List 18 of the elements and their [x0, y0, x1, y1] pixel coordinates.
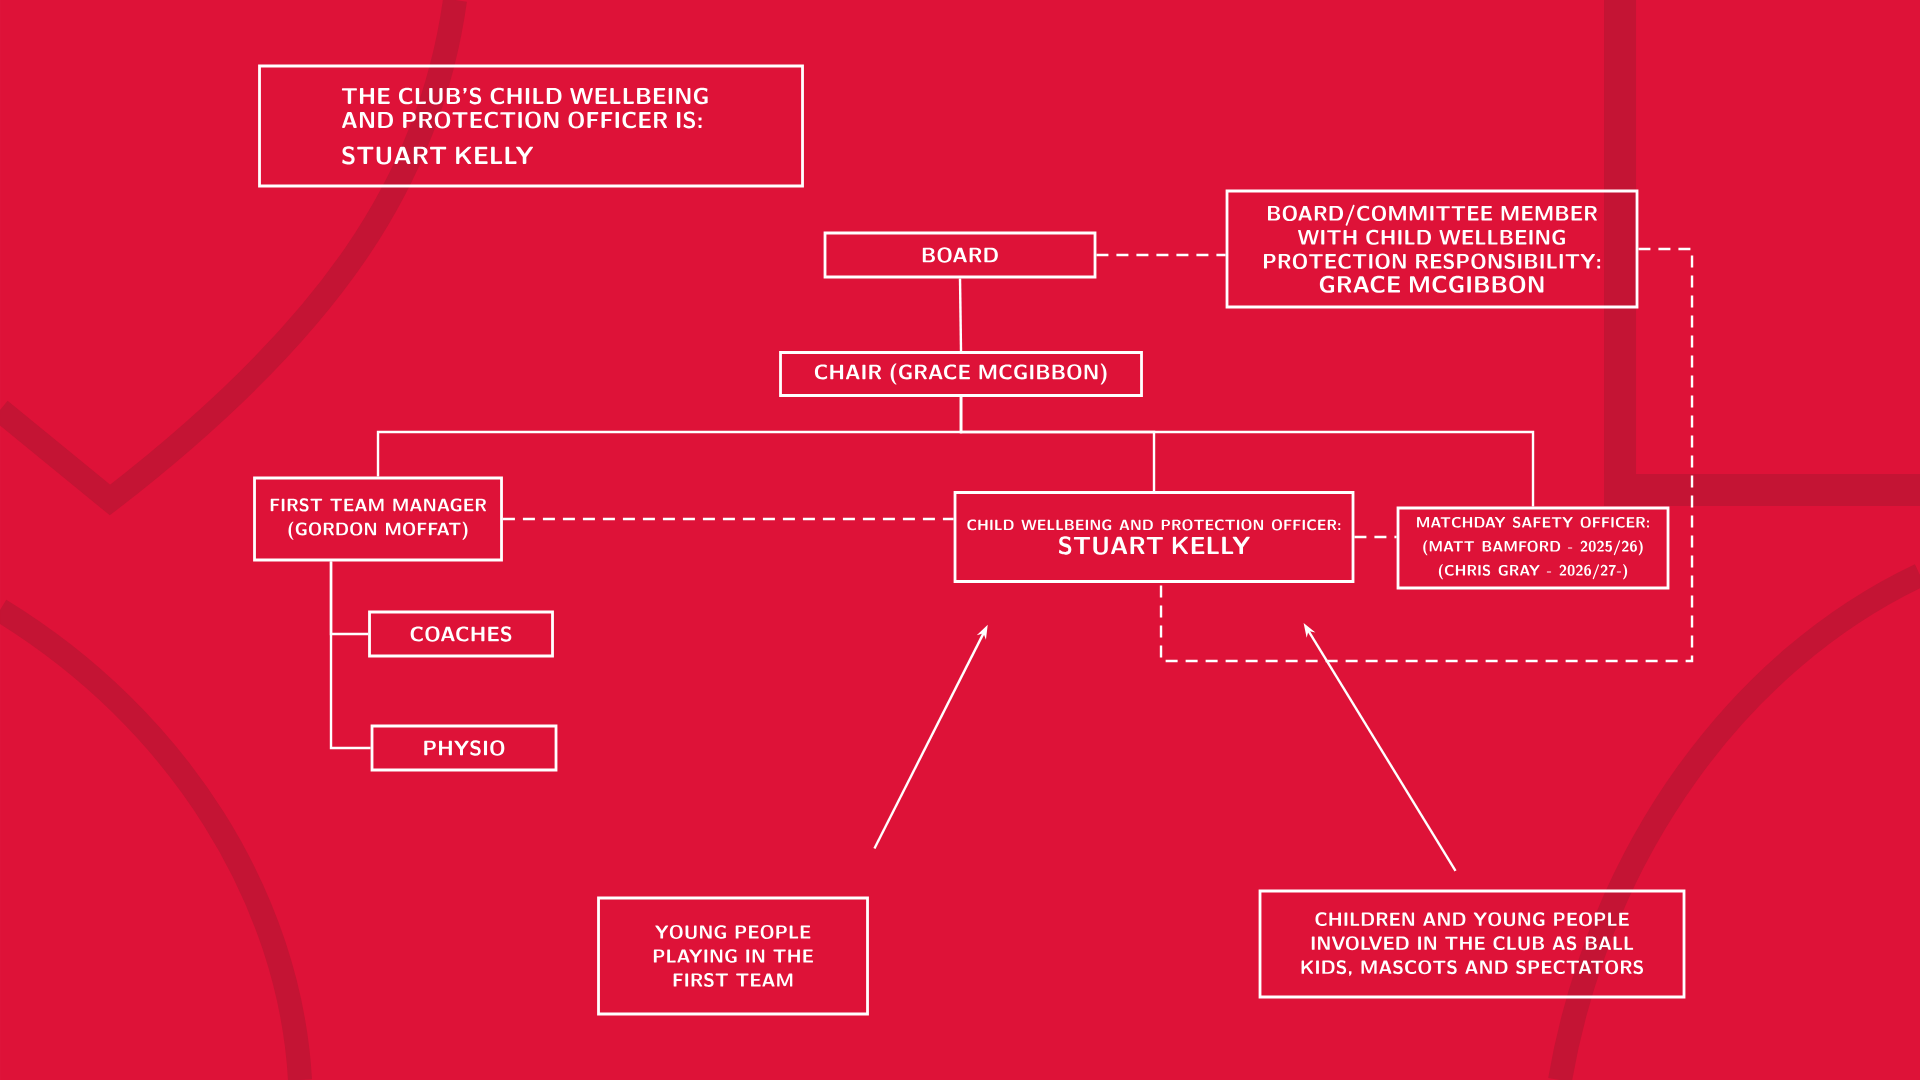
role-box: CHAIR (GRACE MCGIBBON) [779, 351, 1143, 397]
role-box: PHYSIO [370, 724, 558, 772]
info-box: THE CLUB’S CHILD WELLBEING AND PROTECTION OFFICER IS: STUART KELLY [258, 64, 804, 188]
connector-line [1096, 253, 1226, 257]
role-box: BOARD [823, 231, 1097, 279]
role-box: MATCHDAY SAFETY OFFICER: (MATT BAMFORD - 2025/26) (CHRIS GRAY - 2026/27-) [1396, 506, 1670, 590]
connector-line [329, 561, 371, 750]
connector-line [1354, 535, 1397, 539]
group-box: CHILDREN AND YOUNG PEOPLE INVOLVED IN THE CLUB AS BALL KIDS, MASCOTS AND SPECTATORS [1258, 889, 1686, 999]
connector-line [959, 396, 1535, 507]
role-box: FIRST TEAM MANAGER (GORDON MOFFAT) [253, 476, 503, 562]
role-box: CHILD WELLBEING AND PROTECTION OFFICER: STUART KELLY [953, 491, 1355, 583]
connector-line [1159, 247, 1694, 663]
group-box: YOUNG PEOPLE PLAYING IN THE FIRST TEAM [597, 896, 869, 1016]
info-box: BOARD/COMMITTEE MEMBER WITH CHILD WELLBEING PROTECTION RESPONSIBILITY: GRACE MCGIBBON [1225, 189, 1639, 309]
connector-line [958, 278, 963, 352]
role-box: COACHES [368, 610, 554, 658]
connector-line [502, 517, 954, 521]
